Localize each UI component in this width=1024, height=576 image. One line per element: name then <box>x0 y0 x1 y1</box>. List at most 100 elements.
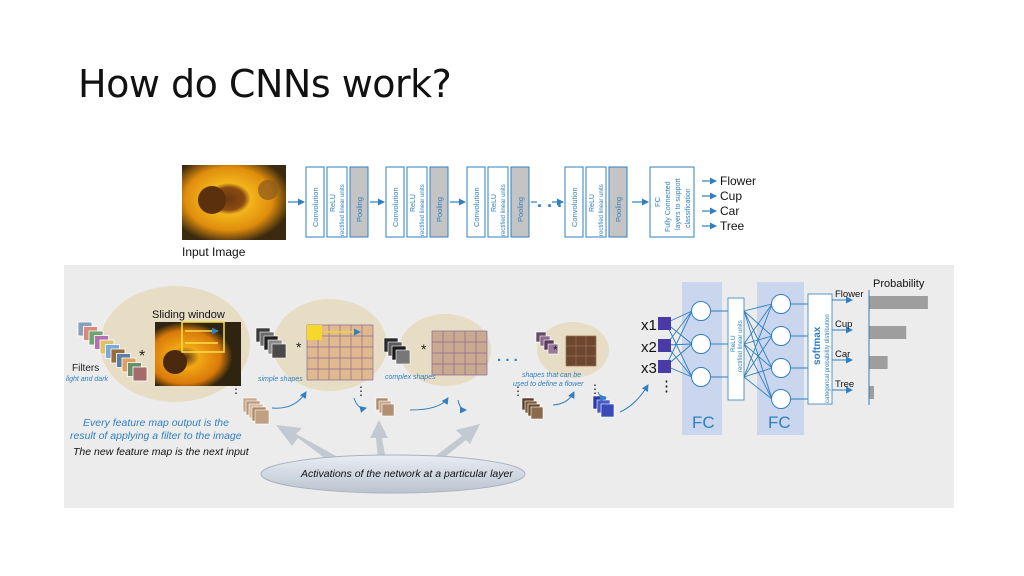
flow-arrows <box>271 384 649 414</box>
probability-bar-flower <box>869 296 928 309</box>
conv-box <box>564 166 584 238</box>
pool-box <box>429 166 449 238</box>
map-tile <box>381 403 395 417</box>
edge <box>743 303 773 345</box>
complex-shape-maps <box>383 337 411 365</box>
softmax-box <box>807 293 833 405</box>
detail-ellipsis: . . . <box>497 348 518 365</box>
input-node-2 <box>658 339 671 352</box>
output-class-car: Car <box>835 349 850 360</box>
pool-label: Pooling <box>435 197 444 222</box>
fc-sub2: layers to support <box>675 178 682 230</box>
conv-star-2: * <box>296 339 302 355</box>
feature-maps <box>242 324 615 425</box>
fc-network <box>658 294 808 409</box>
fc-label-2: FC <box>768 413 791 432</box>
hidden2-node-2 <box>771 326 791 346</box>
fc-label: FC <box>653 196 662 207</box>
edge <box>743 335 773 378</box>
edge <box>743 376 773 400</box>
relu-box <box>326 166 348 238</box>
relu-sublabel: rectified linear units <box>340 184 346 236</box>
filter-tile <box>132 366 148 382</box>
softmax-label: softmax <box>812 326 823 365</box>
output-maps-4 <box>592 395 615 418</box>
input-node-1 <box>658 317 671 330</box>
relu-box <box>487 166 509 238</box>
output-maps-2 <box>375 397 395 417</box>
class-label-car: Car <box>720 204 739 218</box>
relu-label: ReLU <box>730 335 737 352</box>
map-tile <box>600 403 615 418</box>
x-vdots: ⋮ <box>659 378 674 395</box>
relu-box <box>727 297 745 401</box>
fc-sub3: classification <box>685 188 692 228</box>
activation-arrows <box>276 420 480 464</box>
relu-sublabel: rectified linear units <box>599 184 605 236</box>
map-tile <box>254 409 270 425</box>
class-label-tree: Tree <box>720 219 745 233</box>
simple-shapes-label: simple shapes <box>258 376 303 383</box>
conv-box <box>385 166 405 238</box>
output-class-tree: Tree <box>835 379 854 390</box>
map-tile <box>530 406 544 420</box>
fc-sub1: Fully Connected <box>665 181 672 232</box>
input-image <box>182 165 286 240</box>
x2-label: x2 <box>641 339 657 356</box>
output-class-flower: Flower <box>835 289 864 300</box>
sliding-window-image <box>155 321 241 386</box>
edge <box>743 343 773 400</box>
probability-bar-tree <box>869 386 874 399</box>
hidden1-node-2 <box>691 334 711 354</box>
input-image-label: Input Image <box>182 245 246 259</box>
relu-label: ReLU <box>589 194 596 212</box>
vdots-1: ⋮ <box>230 382 242 396</box>
x1-label: x1 <box>641 317 657 334</box>
next-input-caption: The new feature map is the next input <box>73 446 250 458</box>
edge <box>743 303 773 378</box>
relu-sublabel: rectified linear units <box>738 320 744 372</box>
hidden1-node-1 <box>691 301 711 321</box>
flower-shape-maps <box>535 331 559 355</box>
class-label-flower: Flower <box>720 174 756 188</box>
feature-grid-2 <box>431 330 488 376</box>
pool-box <box>608 166 628 238</box>
vdots-2: ⋮ <box>355 384 367 398</box>
hidden1-node-3 <box>691 367 711 387</box>
relu-box <box>585 166 607 238</box>
conv-label: Convolution <box>472 187 481 227</box>
filter-stack <box>77 321 148 382</box>
feature-grid-1 <box>306 324 374 381</box>
probability-title: Probability <box>873 278 925 290</box>
pool-box <box>349 166 369 238</box>
hidden2-node-4 <box>771 389 791 409</box>
feature-map-caption-1: Every feature map output is the <box>83 417 229 429</box>
flower-shapes-label-1: shapes that can be <box>522 372 581 379</box>
relu-sublabel: rectified linear units <box>501 184 507 236</box>
pool-label: Pooling <box>516 197 525 222</box>
conv-label: Convolution <box>391 187 400 227</box>
probability-bar-cup <box>869 326 907 339</box>
output-maps-1 <box>242 397 270 425</box>
edge <box>665 322 693 378</box>
grid-bg <box>566 336 596 366</box>
pool-label: Pooling <box>355 197 364 222</box>
edge <box>743 310 773 400</box>
filters-label: Filters <box>72 363 99 374</box>
probability-bar-car <box>869 356 888 369</box>
pipeline-fc-block: FC Fully Connected layers to support cla… <box>649 166 695 238</box>
output-class-cup: Cup <box>835 319 852 330</box>
conv-label: Convolution <box>570 187 579 227</box>
edge <box>665 310 693 367</box>
x3-label: x3 <box>641 360 657 377</box>
complex-shapes-label: complex shapes <box>385 374 436 381</box>
feature-grid-3 <box>565 335 597 367</box>
map-tile <box>395 349 411 365</box>
relu-box <box>406 166 428 238</box>
pool-label: Pooling <box>614 197 623 222</box>
hidden2-node-1 <box>771 294 791 314</box>
